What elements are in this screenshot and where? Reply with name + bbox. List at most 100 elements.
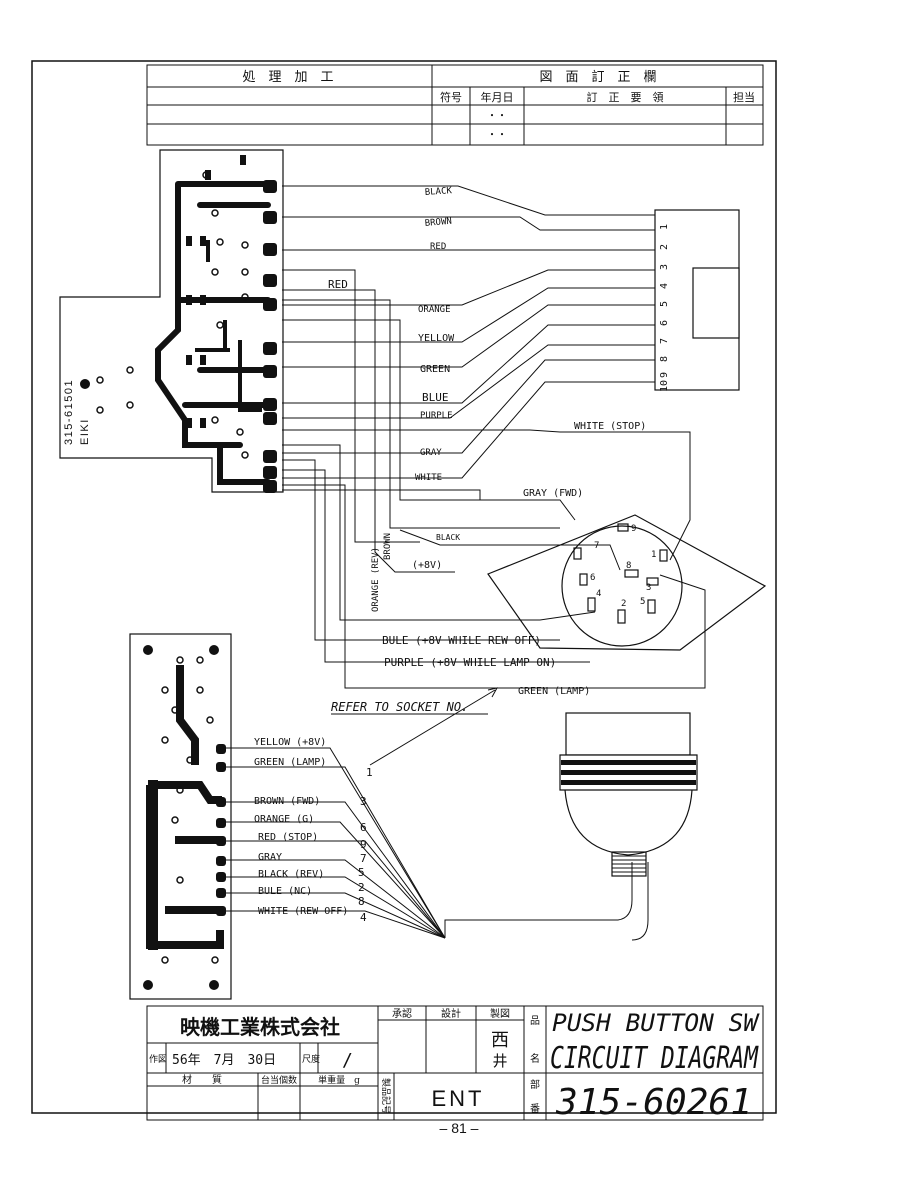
lower-label-orange: ORANGE (G) <box>254 814 314 825</box>
socket-label-orange-rev: ORANGE (REV) <box>371 547 381 612</box>
wire-label-brown: BROWN <box>424 217 452 229</box>
ban-label: 番 <box>530 1103 540 1115</box>
title-line-2: CIRCUIT DIAGRAM <box>550 1041 759 1076</box>
connector-pin-8: 8 <box>659 356 670 362</box>
socket-label-bule: BULE (+8V WHILE REW OFF) <box>382 634 541 647</box>
connector-pin-4: 4 <box>659 283 670 289</box>
wire-label-gray: GRAY <box>420 448 442 458</box>
socket-pin-2: 2 <box>621 599 626 609</box>
upper-pcb: 315-61501 EIKI <box>59 149 284 493</box>
col-instructions: 訂 正 要 領 <box>587 90 664 104</box>
upper-board-maker: EIKI <box>79 418 91 445</box>
lower-wire-labels: YELLOW (+8V) GREEN (LAMP) BROWN (FWD) OR… <box>254 737 373 924</box>
socket-pin-4: 4 <box>596 589 601 599</box>
company-name: 映機工業株式会社 <box>180 1015 340 1039</box>
revision-title: 図 面 訂 正 欄 <box>539 69 656 85</box>
wire-label-yellow: YELLOW <box>418 333 455 344</box>
socket-pin-3: 3 <box>646 583 651 593</box>
connector-pin-2: 2 <box>659 244 670 250</box>
material-label: 材 質 <box>182 1073 222 1086</box>
col-date: 年月日 <box>481 90 514 104</box>
lower-pcb <box>129 633 232 1000</box>
connector-pin-1: 1 <box>659 224 670 230</box>
wire-label-purple: PURPLE <box>420 411 453 421</box>
row-dots-1: ・・ <box>487 111 507 122</box>
lower-wiring <box>226 747 649 941</box>
lower-pin-2: 2 <box>358 881 365 894</box>
wire-label-orange: ORANGE <box>418 305 451 315</box>
title-line-1: PUSH BUTTON SW <box>552 1009 761 1037</box>
qty-label: 台当個数 <box>261 1074 297 1086</box>
upper-wiring <box>282 185 706 689</box>
connector-pin-6: 6 <box>659 320 670 326</box>
connector-pin-10: 10 <box>659 380 670 392</box>
date-text: 56年 7月 30日 <box>172 1053 276 1068</box>
processing-label: 処 理 加 工 <box>242 70 333 85</box>
lower-label-yellow: YELLOW (+8V) <box>254 737 326 748</box>
wire-label-blue: BLUE <box>422 391 449 404</box>
page-number: – 81 – <box>439 1120 479 1136</box>
connector-pin-labels: 1 2 3 4 5 6 7 8 9 10 <box>659 224 670 392</box>
socket-label-white-stop: WHITE (STOP) <box>574 421 646 432</box>
socket-label-black: BLACK <box>436 533 460 542</box>
lower-pin-7: 7 <box>360 852 367 865</box>
lower-pin-4: 4 <box>360 911 367 924</box>
wire-label-red-2: RED <box>328 278 348 291</box>
lower-pin-3: 3 <box>360 795 367 808</box>
upper-board-part-number: 315-61501 <box>63 379 75 445</box>
socket-pin-7: 7 <box>594 541 599 551</box>
push-button-illustration <box>559 712 698 877</box>
lower-label-bule: BULE (NC) <box>258 886 312 897</box>
approve-label: 承認 <box>392 1007 412 1020</box>
weight-label: 単重量 g <box>318 1074 360 1086</box>
product-code: ENT <box>432 1086 485 1111</box>
design-label: 設計 <box>441 1007 461 1020</box>
wire-label-white: WHITE <box>415 473 442 483</box>
wire-label-black: BLACK <box>425 186 453 198</box>
bu-label: 部 <box>530 1078 540 1091</box>
drafter-name-2: 井 <box>492 1052 507 1070</box>
row-dots-2: ・・ <box>487 130 507 141</box>
revision-header-table <box>146 64 764 146</box>
lower-pin-1: 1 <box>366 766 373 779</box>
lower-pin-9: 9 <box>360 838 367 851</box>
drafting-label: 製図 <box>490 1007 510 1020</box>
refer-arrow <box>369 687 498 766</box>
socket-label-plus8v: (+8V) <box>412 560 442 571</box>
refer-to-socket-note: REFER TO SOCKET NO. <box>331 700 468 714</box>
lower-label-gray: GRAY <box>258 852 282 863</box>
scale-label: 尺度 <box>302 1053 320 1065</box>
lower-label-white: WHITE (REW OFF) <box>258 906 348 917</box>
socket-pin-6: 6 <box>590 573 595 583</box>
scale-value: / <box>342 1050 353 1071</box>
socket-pin-1: 1 <box>651 550 656 560</box>
col-person: 担当 <box>733 90 755 104</box>
connector-pin-5: 5 <box>659 301 670 307</box>
lower-label-brown: BROWN (FWD) <box>254 796 320 807</box>
drafter-name-1: 西 <box>491 1030 509 1051</box>
lower-label-black: BLACK (REV) <box>258 869 324 880</box>
lower-pin-6: 6 <box>360 821 367 834</box>
sakuzu-label: 作図 <box>149 1053 167 1065</box>
socket-pin-8: 8 <box>626 561 631 571</box>
title-block-grid <box>146 1005 764 1121</box>
wire-label-green: GREEN <box>420 364 450 375</box>
socket-pin-5: 5 <box>640 597 645 607</box>
lower-label-red: RED (STOP) <box>258 832 318 843</box>
mei-label: 名 <box>530 1052 540 1065</box>
socket-drawing <box>487 514 767 651</box>
lower-label-green: GREEN (LAMP) <box>254 757 326 768</box>
lower-pin-5: 5 <box>358 866 365 879</box>
socket-label-gray-fwd: GRAY (FWD) <box>523 488 583 499</box>
socket-label-green-lamp: GREEN (LAMP) <box>518 686 590 697</box>
connector-pin-7: 7 <box>659 338 670 344</box>
connector-pin-9: 9 <box>659 372 670 378</box>
ten-pin-connector <box>654 209 740 391</box>
col-symbol: 符号 <box>440 91 462 104</box>
part-number: 315-60261 <box>555 1082 752 1123</box>
hin-label: 品 <box>530 1015 540 1027</box>
socket-label-purple: PURPLE (+8V WHILE LAMP ON) <box>384 656 556 669</box>
socket-pin-9: 9 <box>631 524 636 534</box>
wire-label-red-1: RED <box>430 242 446 252</box>
